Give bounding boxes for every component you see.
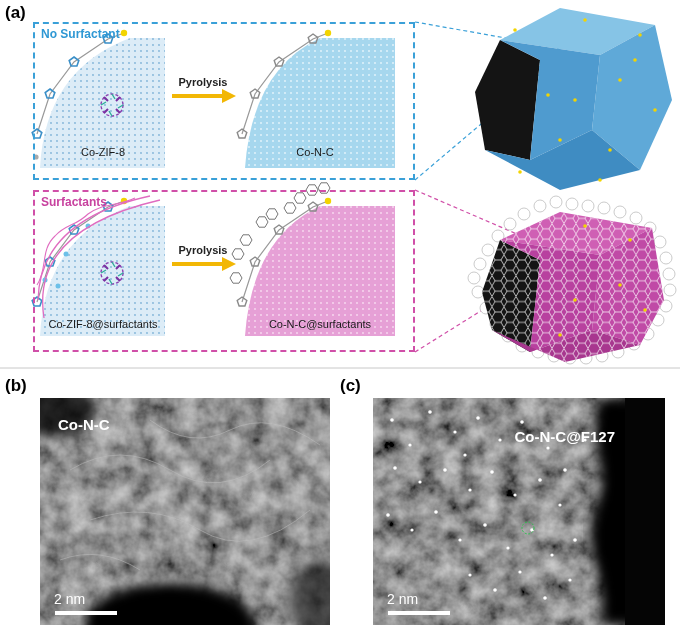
panel-letter: (a)	[5, 3, 26, 23]
scale-bar-label: 2 nm	[387, 591, 418, 607]
panel-letter: (b)	[5, 376, 27, 396]
process-label: Pyrolysis	[179, 244, 228, 257]
scale-bar-label: 2 nm	[54, 591, 85, 607]
image-panel: Co-N-C 2 nm	[40, 398, 330, 625]
stem-image	[40, 398, 330, 625]
co-zif-8-surfactant-particle	[32, 198, 165, 336]
stem-image	[373, 398, 665, 625]
co-n-c-polyhedron	[475, 8, 672, 190]
image-panel: Co-N-C@F127 2 nm	[373, 398, 665, 625]
material-label: Co-N-C@surfactants	[269, 318, 371, 331]
pyrolysis-arrow	[172, 257, 236, 271]
panel-letter: (c)	[340, 376, 361, 396]
material-label: Co-ZIF-8@surfactants	[49, 318, 158, 331]
surfactant-helix	[37, 196, 160, 318]
sample-label: Co-N-C	[58, 416, 110, 433]
group-title: No Surfactant	[41, 28, 120, 42]
process-label: Pyrolysis	[179, 76, 228, 89]
panel-divider	[0, 368, 680, 369]
co-n-c-particle	[237, 30, 395, 168]
co-zif-8-particle	[32, 30, 165, 168]
pyrolysis-arrow	[172, 89, 236, 103]
group-title: Surfactants	[41, 196, 107, 210]
sample-label: Co-N-C@F127	[515, 428, 615, 445]
co-n-c-surfactant-particle	[230, 183, 395, 336]
co-n-c-surfactant-polyhedron	[468, 196, 676, 364]
material-label: Co-ZIF-8	[81, 146, 125, 159]
material-label: Co-N-C	[296, 146, 333, 159]
